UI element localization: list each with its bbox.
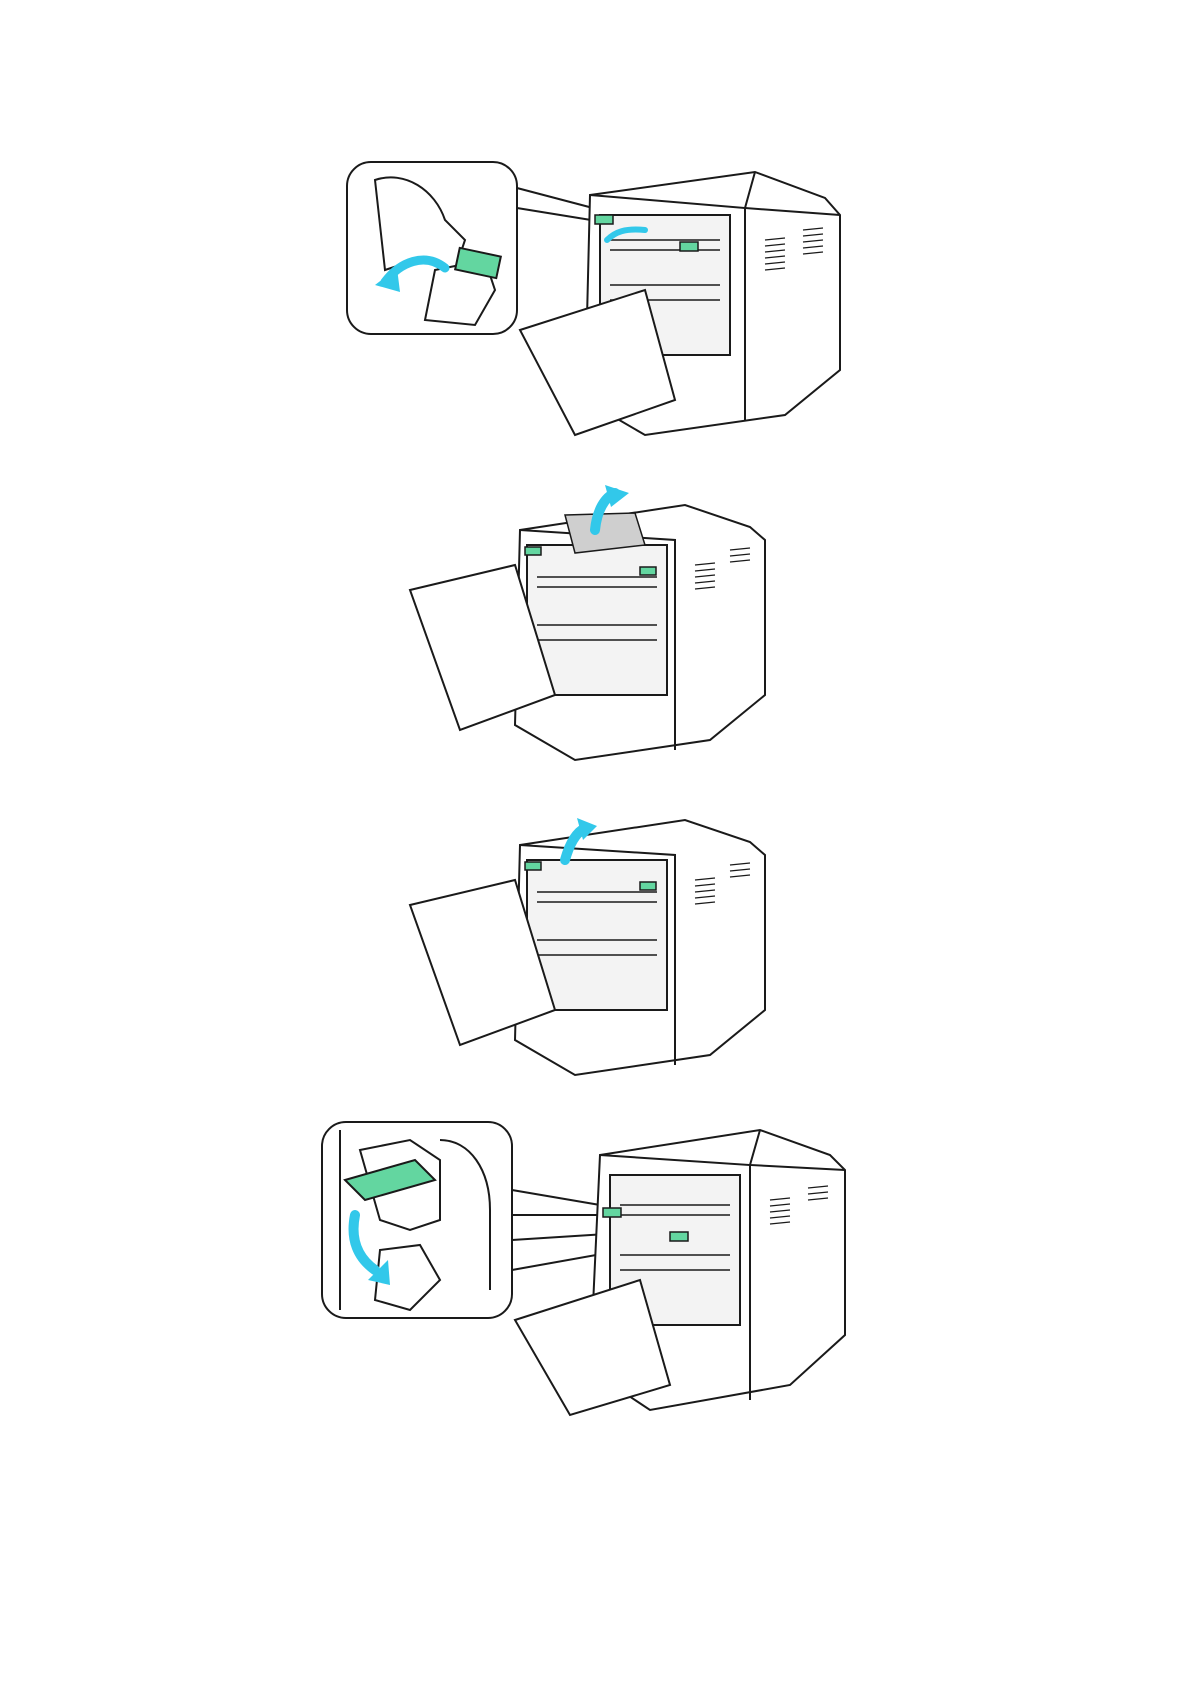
- printer-body: [520, 172, 840, 435]
- step-2-illustration: [405, 485, 805, 765]
- left-lever-green: [603, 1208, 621, 1217]
- jammed-paper: [565, 513, 645, 553]
- right-lever-green: [680, 242, 698, 251]
- step-4-illustration: [320, 1120, 880, 1420]
- right-lever-green: [670, 1232, 688, 1241]
- left-lever-green: [595, 215, 613, 224]
- printer-return-levers-figure: [320, 1120, 880, 1420]
- step-3-illustration: [405, 800, 805, 1080]
- callout-magnifier: [347, 162, 593, 334]
- printer-paper-removal-figure: [405, 485, 805, 765]
- printer-check-path-figure: [405, 800, 805, 1080]
- step-1-illustration: [345, 160, 865, 440]
- printer-rear-open-figure: [345, 160, 865, 440]
- printer-body: [515, 1130, 845, 1415]
